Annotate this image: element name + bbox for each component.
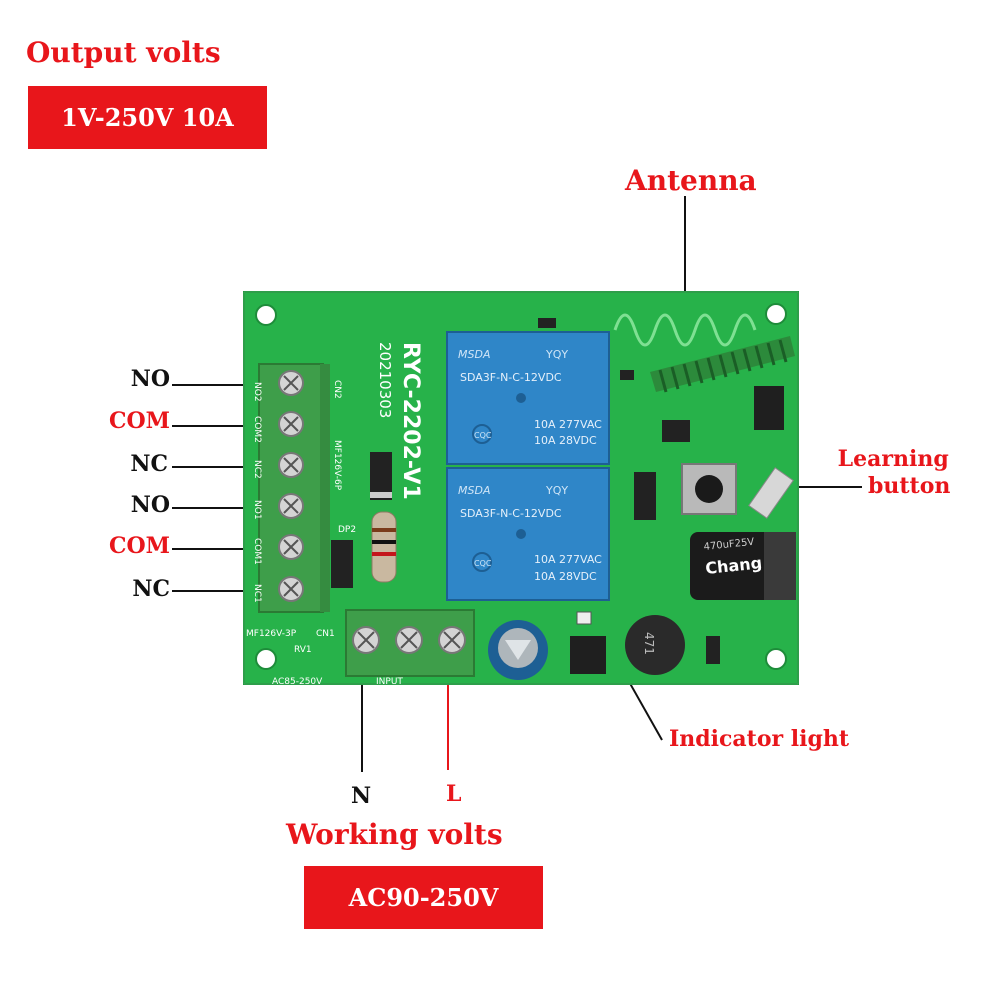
relay-2-markings: MSDA YQY SDA3F-N-C-12VDC 10A 277VAC 10A … — [458, 484, 602, 583]
crystal — [748, 467, 794, 519]
silk-pin: NO2 — [252, 382, 262, 402]
silkscreen: NO2 COM2 NC2 NO1 COM1 NC1 CN2 MF126V-6P … — [246, 380, 403, 687]
relay-2 — [446, 467, 610, 601]
regulator — [662, 420, 690, 442]
antenna-coil — [650, 336, 795, 393]
silk-rv1: RV1 — [294, 645, 312, 655]
svg-text:SDA3F-N-C-12VDC: SDA3F-N-C-12VDC — [460, 371, 562, 384]
antenna-label: Antenna — [625, 164, 757, 197]
terminal-label: NC — [130, 451, 168, 477]
silk-dp2: DP2 — [338, 525, 356, 535]
ic-chip — [570, 636, 606, 674]
working-volts-box: AC90-250V — [304, 866, 543, 929]
svg-text:10A 28VDC: 10A 28VDC — [534, 434, 597, 447]
terminal-block-6p — [258, 363, 330, 613]
resistor — [371, 511, 397, 583]
inductor-value: 471 — [642, 632, 656, 655]
mounting-holes — [255, 303, 787, 670]
svg-text:YQY: YQY — [545, 484, 568, 497]
diode — [370, 452, 392, 500]
indicator-led — [576, 611, 592, 625]
learning-label-line2: button — [868, 473, 951, 499]
terminal-label: NO — [130, 492, 170, 518]
indicator-light-label: Indicator light — [669, 726, 850, 752]
svg-text:MSDA: MSDA — [458, 484, 490, 497]
smd-part — [620, 370, 634, 380]
terminal-block-3p — [345, 609, 475, 677]
svg-text:SDA3F-N-C-12VDC: SDA3F-N-C-12VDC — [460, 507, 562, 520]
inductor — [625, 615, 685, 675]
diode — [331, 540, 353, 588]
pcb-antenna-trace — [613, 313, 757, 347]
learning-button-label: Learning button — [836, 446, 951, 500]
terminal-label: COM — [108, 408, 170, 434]
smd-part — [706, 636, 720, 664]
silk-pin: COM1 — [252, 538, 262, 565]
svg-text:10A 277VAC: 10A 277VAC — [534, 553, 602, 566]
svg-text:10A 28VDC: 10A 28VDC — [534, 570, 597, 583]
relay-1 — [446, 331, 610, 465]
working-volts-title: Working volts — [286, 818, 503, 851]
board-model: RYC-2202-V1 — [398, 342, 423, 500]
learning-button — [681, 463, 737, 515]
smd-part — [538, 318, 556, 328]
output-volts-box: 1V-250V 10A — [28, 86, 267, 149]
silk-ac-range: AC85-250V — [272, 677, 323, 687]
working-volts-value: AC90-250V — [348, 883, 499, 912]
neutral-label: N — [351, 783, 372, 809]
board-date: 20210303 — [376, 342, 394, 418]
learning-label-line1: Learning — [837, 446, 949, 472]
silk-input: INPUT — [376, 677, 403, 687]
output-volts-title: Output volts — [26, 36, 221, 69]
silk-pin: NC1 — [252, 584, 262, 603]
live-label: L — [446, 781, 462, 807]
cap-value: 470uF25V — [703, 537, 755, 553]
svg-text:YQY: YQY — [545, 348, 568, 361]
silk-terminal-3p: MF126V-3P — [246, 629, 297, 639]
ic-chip — [754, 386, 784, 430]
silk-cn1: CN1 — [316, 629, 335, 639]
svg-text:CQC: CQC — [474, 559, 492, 568]
svg-text:10A 277VAC: 10A 277VAC — [534, 418, 602, 431]
terminal-label: COM — [108, 533, 170, 559]
silk-terminal-6p: MF126V-6P — [332, 440, 342, 491]
silk-pin: COM2 — [252, 416, 262, 443]
silk-cn2: CN2 — [332, 380, 342, 399]
svg-text:CQC: CQC — [474, 431, 492, 440]
terminal-label: NO — [130, 366, 170, 392]
silk-pin: NO1 — [252, 500, 262, 520]
silk-pin: NC2 — [252, 460, 262, 479]
terminal-label: NC — [132, 576, 170, 602]
diode — [634, 472, 656, 520]
output-volts-value: 1V-250V 10A — [61, 103, 234, 132]
electrolytic-capacitor-small — [488, 620, 548, 680]
svg-text:MSDA: MSDA — [458, 348, 490, 361]
relay-1-markings: MSDA YQY SDA3F-N-C-12VDC 10A 277VAC 10A … — [458, 348, 602, 447]
electrolytic-capacitor-large — [690, 532, 796, 600]
